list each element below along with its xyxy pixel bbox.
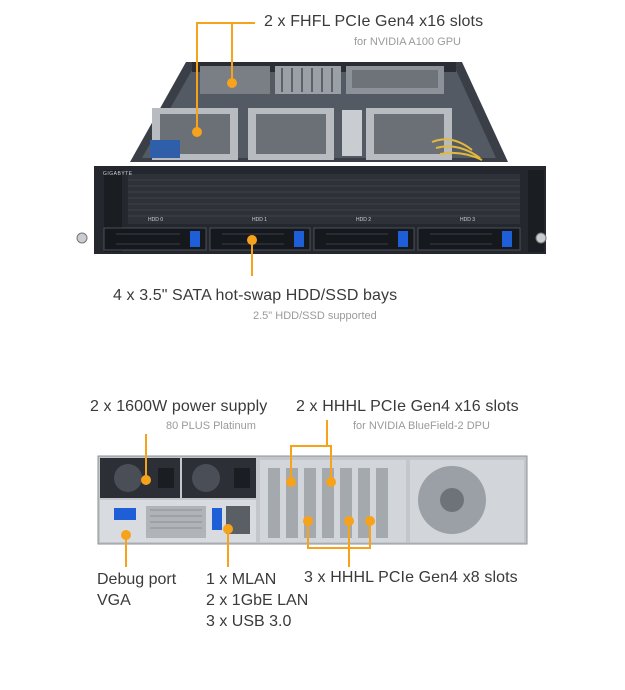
callout-io-line-2: 2 x 1GbE LAN bbox=[206, 592, 309, 609]
callout-dot-gpu-2 bbox=[192, 127, 202, 137]
callout-bays-title: 4 x 3.5" SATA hot-swap HDD/SSD bays bbox=[113, 287, 398, 304]
callout-psu-title: 2 x 1600W power supply bbox=[90, 398, 268, 415]
bay-label-3: HDD 3 bbox=[460, 217, 476, 223]
callout-dot-bays bbox=[247, 235, 257, 245]
callout-io-line-3: 3 x USB 3.0 bbox=[206, 613, 292, 630]
callout-gpu-subtitle: for NVIDIA A100 GPU bbox=[354, 36, 461, 48]
bay-label-1: HDD 1 bbox=[252, 217, 268, 223]
rack-screw-right bbox=[535, 232, 547, 244]
callout-bays-subtitle: 2.5" HDD/SSD supported bbox=[253, 310, 377, 322]
bay-label-0: HDD 0 bbox=[148, 217, 164, 223]
brand-label: GIGABYTE bbox=[103, 171, 133, 177]
callout-debug: Debug port VGA bbox=[97, 569, 176, 611]
callout-debug-line-2: VGA bbox=[97, 592, 131, 609]
callout-io-line-1: 1 x MLAN bbox=[206, 571, 277, 588]
callout-hhhl8-title: 3 x HHHL PCIe Gen4 x8 slots bbox=[304, 569, 518, 586]
hdd-latch-3 bbox=[502, 231, 512, 247]
hdd-latch-1 bbox=[294, 231, 304, 247]
hdd-latch-0 bbox=[190, 231, 200, 247]
callout-dot-gpu-1 bbox=[227, 78, 237, 88]
callout-hhhl16-subtitle: for NVIDIA BlueField-2 DPU bbox=[353, 420, 490, 432]
bay-label-2: HDD 2 bbox=[356, 217, 372, 223]
callout-io: 1 x MLAN 2 x 1GbE LAN 3 x USB 3.0 bbox=[206, 569, 308, 632]
callout-psu-subtitle: 80 PLUS Platinum bbox=[166, 420, 256, 432]
rack-screw-left bbox=[76, 232, 88, 244]
callout-debug-line-1: Debug port bbox=[97, 571, 177, 588]
hdd-latch-2 bbox=[398, 231, 408, 247]
callout-hhhl16-title: 2 x HHHL PCIe Gen4 x16 slots bbox=[296, 398, 519, 415]
hdd-bays bbox=[103, 227, 521, 251]
callout-gpu-title: 2 x FHFL PCIe Gen4 x16 slots bbox=[264, 13, 484, 30]
